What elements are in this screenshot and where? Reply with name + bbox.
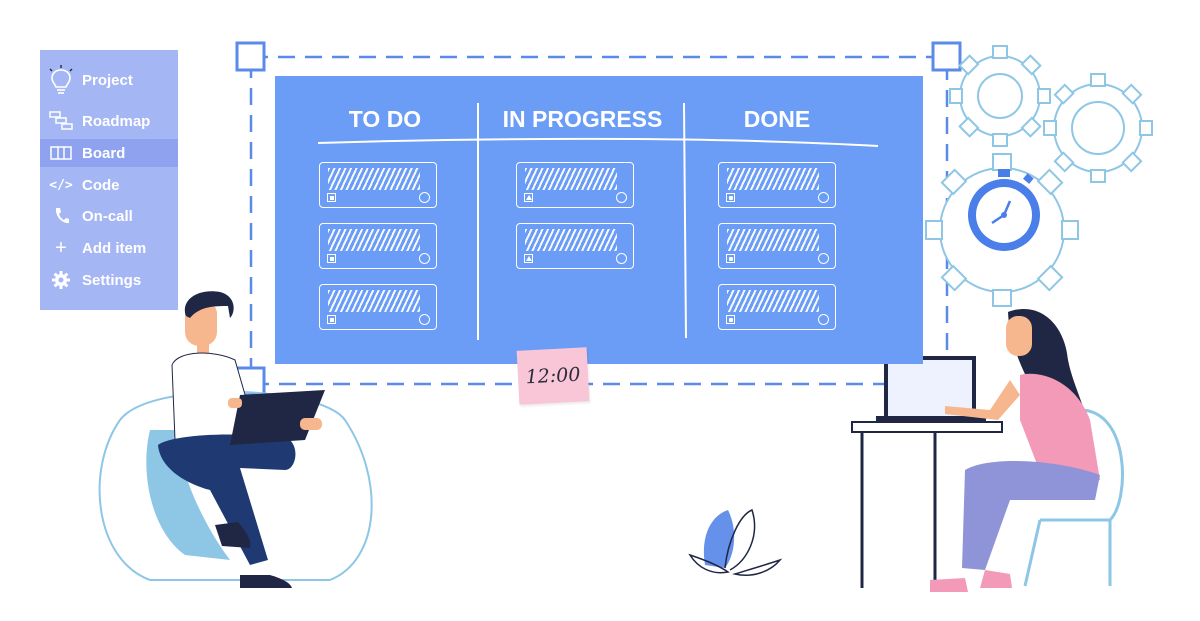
gear-icon xyxy=(40,271,82,289)
sidebar-item-label: Board xyxy=(82,144,126,162)
woman-head xyxy=(1006,316,1032,356)
card-text-scribble xyxy=(727,290,819,312)
kanban-board xyxy=(275,76,923,364)
gears-illustration xyxy=(925,45,1153,307)
column-title-to-do: TO DO xyxy=(348,106,422,132)
card-tag-icon xyxy=(726,193,735,202)
task-card[interactable] xyxy=(319,162,437,208)
card-tag-icon xyxy=(327,193,336,202)
assignee-avatar-icon xyxy=(818,253,829,264)
frame-handle-top-left xyxy=(235,41,266,72)
sidebar-item-board[interactable]: Board xyxy=(40,139,178,167)
sidebar-item-project[interactable]: Project xyxy=(40,64,178,96)
task-card[interactable] xyxy=(516,162,634,208)
assignee-avatar-icon xyxy=(818,192,829,203)
chair xyxy=(1023,408,1124,587)
sidebar-item-label: Settings xyxy=(82,271,142,289)
card-text-scribble xyxy=(328,229,420,251)
column-title-done: DONE xyxy=(743,106,811,132)
assignee-avatar-icon xyxy=(616,192,627,203)
sidebar-item-label: Project xyxy=(82,71,133,89)
task-card[interactable] xyxy=(516,223,634,269)
sticky-note-time: 12:00 xyxy=(525,363,581,389)
task-card[interactable] xyxy=(319,284,437,330)
card-tag-icon xyxy=(726,315,735,324)
project-sidebar: Project Roadmap Board </> Code On-call +… xyxy=(40,50,178,310)
sidebar-item-label: On-call xyxy=(82,207,133,225)
sidebar-item-settings[interactable]: Settings xyxy=(40,266,178,294)
man-with-laptop xyxy=(98,291,373,588)
card-text-scribble xyxy=(727,229,819,251)
column-divider-2 xyxy=(683,102,687,339)
card-text-scribble xyxy=(525,168,617,190)
task-card[interactable] xyxy=(718,284,836,330)
assignee-avatar-icon xyxy=(818,314,829,325)
stopwatch-icon xyxy=(968,169,1040,251)
sidebar-item-label: Code xyxy=(82,176,120,194)
task-card[interactable] xyxy=(319,223,437,269)
card-tag-icon xyxy=(327,254,336,263)
card-tag-icon xyxy=(524,193,533,202)
sticky-note: 12:00 xyxy=(516,347,590,405)
lightbulb-icon xyxy=(40,64,82,96)
frame-handle-top-right xyxy=(931,41,962,72)
card-text-scribble xyxy=(328,290,420,312)
gear-top-right xyxy=(1043,73,1153,183)
assignee-avatar-icon xyxy=(419,253,430,264)
card-tag-icon xyxy=(726,254,735,263)
woman-at-desk xyxy=(851,308,1124,592)
sidebar-item-label: Add item xyxy=(82,239,147,257)
task-card[interactable] xyxy=(718,162,836,208)
phone-icon xyxy=(40,207,82,225)
sidebar-item-roadmap[interactable]: Roadmap xyxy=(40,107,178,135)
board-icon xyxy=(40,146,82,160)
sidebar-item-code[interactable]: </> Code xyxy=(40,171,178,199)
gear-top-left xyxy=(949,45,1051,147)
assignee-avatar-icon xyxy=(616,253,627,264)
sidebar-item-add-item[interactable]: + Add item xyxy=(40,234,178,262)
code-icon: </> xyxy=(49,177,73,193)
assignee-avatar-icon xyxy=(419,314,430,325)
sidebar-item-on-call[interactable]: On-call xyxy=(40,202,178,230)
task-card[interactable] xyxy=(718,223,836,269)
card-text-scribble xyxy=(727,168,819,190)
column-title-in-progress: IN PROGRESS xyxy=(502,106,663,132)
card-text-scribble xyxy=(525,229,617,251)
plus-icon: + xyxy=(55,236,67,259)
sidebar-item-label: Roadmap xyxy=(82,112,151,130)
card-text-scribble xyxy=(328,168,420,190)
roadmap-icon xyxy=(40,110,82,132)
card-tag-icon xyxy=(524,254,533,263)
board-header-divider xyxy=(317,137,879,147)
assignee-avatar-icon xyxy=(419,192,430,203)
card-tag-icon xyxy=(327,315,336,324)
plant-decoration xyxy=(688,508,783,576)
